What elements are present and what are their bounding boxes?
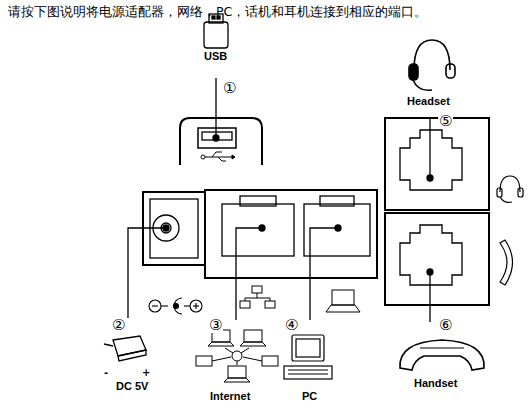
port-name: Headset	[407, 96, 450, 107]
usb-stick	[204, 14, 228, 48]
network-icon	[240, 286, 275, 308]
small-handset-icon	[500, 240, 513, 285]
port-name: Internet	[210, 391, 250, 402]
instruction-title: 请按下图说明将电源适配器，网络，PC，话机和耳机连接到相应的端口。	[8, 6, 427, 19]
headset-icon	[409, 40, 455, 90]
port-name: PC	[302, 391, 317, 402]
polarity-sign: +	[142, 368, 150, 378]
port-name: DC 5V	[116, 381, 148, 392]
callout-number: ⑤	[438, 114, 453, 129]
small-headset-icon	[497, 176, 523, 202]
callout-number: ③	[208, 318, 223, 333]
laptop-icon	[326, 290, 360, 312]
port-name: Handset	[414, 378, 457, 389]
callout-number: ⑥	[438, 318, 453, 333]
callout-number: ①	[222, 81, 237, 96]
polarity-symbol	[149, 298, 202, 314]
internet-icon	[196, 330, 278, 382]
power-adapter	[104, 336, 146, 361]
callout-number: ④	[284, 318, 299, 333]
handset-icon	[400, 340, 484, 370]
callout-number: ②	[111, 318, 126, 333]
pc-icon	[284, 335, 332, 379]
polarity-sign: -	[104, 368, 108, 378]
usb-symbol	[201, 152, 235, 161]
port-name: USB	[204, 51, 227, 62]
